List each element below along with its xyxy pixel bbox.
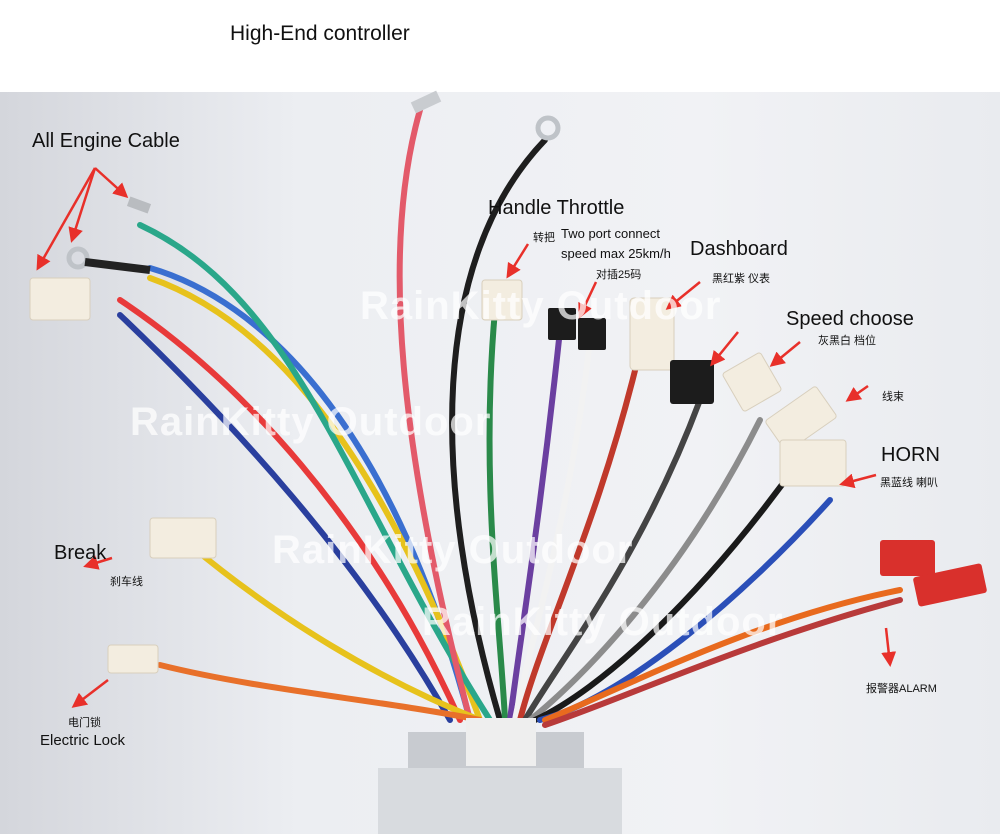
controller-housing bbox=[378, 718, 622, 834]
label-lock-cn: 电门锁 bbox=[68, 717, 101, 729]
label-two-port: Two port connect bbox=[561, 226, 660, 241]
engine-terminals bbox=[66, 90, 561, 274]
label-speed-choose: Speed choose bbox=[786, 308, 914, 330]
label-horn: HORN bbox=[881, 444, 940, 466]
throttle-connector-a bbox=[548, 308, 576, 340]
label-throttle-cn: 转把 bbox=[533, 232, 555, 244]
label-speed-choose-cn: 灰黑白 档位 bbox=[818, 335, 877, 347]
watermark: RainKitty Outdoor bbox=[422, 600, 784, 644]
label-alarm: 报警器ALARM bbox=[866, 683, 937, 695]
wire-bundle bbox=[117, 107, 903, 728]
label-handle-throttle: Handle Throttle bbox=[488, 197, 625, 219]
label-speed-max: speed max 25km/h bbox=[561, 246, 671, 261]
alarm-terminals bbox=[880, 540, 987, 607]
label-brake: Break bbox=[54, 542, 107, 564]
page-title: High-End controller bbox=[230, 22, 410, 45]
watermark: RainKitty Outdoor bbox=[272, 528, 634, 572]
throttle-connector-b bbox=[578, 318, 606, 350]
label-electric-lock: Electric Lock bbox=[40, 732, 126, 749]
dashboard-connector bbox=[670, 360, 714, 404]
label-brake-cn: 刹车线 bbox=[110, 576, 143, 588]
label-dashboard: Dashboard bbox=[690, 238, 788, 260]
watermark: RainKitty Outdoor bbox=[360, 284, 722, 328]
callout-arrows bbox=[36, 167, 897, 708]
label-horn-cn: 黑蓝线 喇叭 bbox=[880, 477, 939, 489]
label-dashboard-cn: 黑红紫 仪表 bbox=[712, 273, 771, 285]
label-engine-cable: All Engine Cable bbox=[32, 130, 180, 152]
watermark: RainKitty Outdoor bbox=[130, 400, 492, 444]
label-plug-cn: 对插25码 bbox=[596, 269, 642, 281]
label-harness-cn: 线束 bbox=[882, 391, 904, 403]
connectors bbox=[29, 277, 847, 674]
